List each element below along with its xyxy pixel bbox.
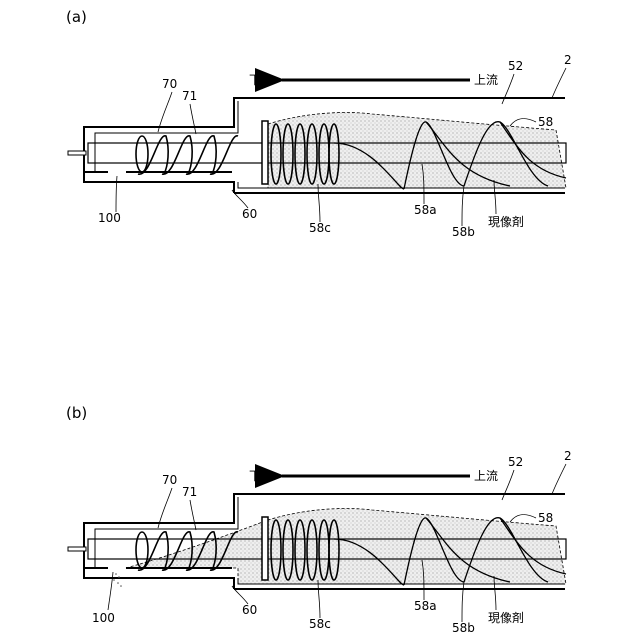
discharge-particles: [113, 573, 122, 587]
ref-58: 58: [538, 511, 553, 525]
panel-b: (b) 下流 上流 70 71 52 2 58 100: [66, 404, 572, 635]
ref-100: 100: [98, 211, 121, 225]
flow-upstream-label: 上流: [474, 73, 498, 87]
ref-70: 70: [162, 77, 177, 91]
ref-60: 60: [242, 207, 257, 221]
flow-downstream-label: 下流: [249, 469, 273, 483]
ref-58a: 58a: [414, 203, 437, 217]
ref-2: 2: [564, 449, 572, 463]
ref-52: 52: [508, 59, 523, 73]
developer-label: 現像剤: [488, 214, 524, 229]
ref-71: 71: [182, 89, 197, 103]
ref-70: 70: [162, 473, 177, 487]
panel-a: (a) 下流 上流 70 71 52 2 58 100 60 58c 58a 5…: [66, 8, 572, 239]
panel-label: (b): [66, 404, 87, 422]
ref-60: 60: [242, 603, 257, 617]
developer-label: 現像剤: [488, 610, 524, 625]
ref-71: 71: [182, 485, 197, 499]
ref-58: 58: [538, 115, 553, 129]
ref-58a: 58a: [414, 599, 437, 613]
ref-58b: 58b: [452, 621, 475, 635]
ref-58c: 58c: [309, 221, 331, 235]
ref-2: 2: [564, 53, 572, 67]
ref-100: 100: [92, 611, 115, 625]
flow-downstream-label: 下流: [249, 73, 273, 87]
ref-58c: 58c: [309, 617, 331, 631]
ref-52: 52: [508, 455, 523, 469]
flow-upstream-label: 上流: [474, 469, 498, 483]
ref-58b: 58b: [452, 225, 475, 239]
panel-label: (a): [66, 8, 87, 26]
